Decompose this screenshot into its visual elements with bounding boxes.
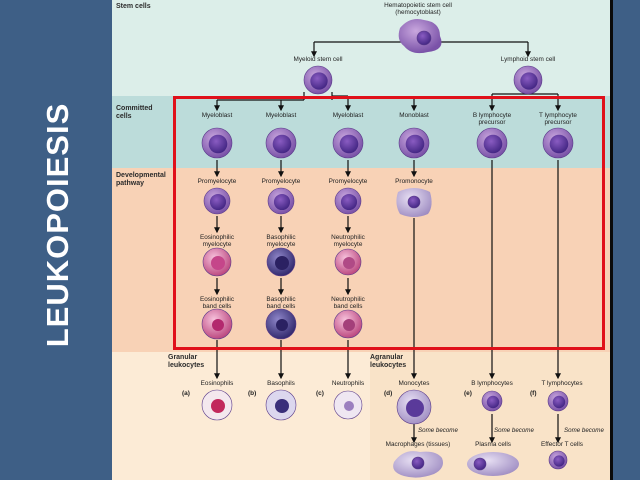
label-stem-cells: Stem cells xyxy=(116,3,151,10)
t-lymphocyte-precursor-label: T lymphocyte precursor xyxy=(539,112,577,126)
neutrophilic-band-cells-label: Neutrophilic band cells xyxy=(331,296,365,310)
promonocyte-label: Promonocyte xyxy=(395,178,433,185)
effector-t-cell xyxy=(548,450,568,470)
committed-cell-5 xyxy=(476,127,508,159)
monocytes-label: Monocytes xyxy=(398,380,430,387)
committed-cell-1 xyxy=(201,127,233,159)
eosinophilic-myelocyte-label: Eosinophilic myelocyte xyxy=(199,234,235,248)
basophil-cell xyxy=(265,389,297,421)
right-divider-line xyxy=(610,0,613,480)
myeloblast-label-1: Myeloblast xyxy=(201,112,233,119)
eosinophils-label: Eosinophils xyxy=(200,380,234,387)
tag-f: (f) xyxy=(530,390,537,397)
hematopoietic-stem-cell-label: Hematopoietic stem cell (hemocytoblast) xyxy=(384,2,452,16)
promyelocyte-cell-2 xyxy=(267,187,295,215)
tag-e: (e) xyxy=(464,390,472,397)
committed-cell-6 xyxy=(542,127,574,159)
plasma-cell-nucleus xyxy=(473,457,487,471)
tag-a: (a) xyxy=(182,390,190,397)
some-become-monocytes: Some become xyxy=(418,427,458,434)
promyelocyte-label-3: Promyelocyte xyxy=(328,178,368,185)
neutrophilic-myelocyte-label: Neutrophilic myelocyte xyxy=(331,234,365,248)
basophilic-myelocyte-cell xyxy=(266,247,296,277)
effector-t-cells-label: Effector T cells xyxy=(541,441,583,448)
plasma-cells-label: Plasma cells xyxy=(475,441,511,448)
eosinophilic-band-cells-label: Eosinophilic band cells xyxy=(199,296,235,310)
highlight-box xyxy=(173,96,605,350)
committed-cell-3 xyxy=(332,127,364,159)
basophils-label: Basophils xyxy=(267,380,295,387)
t-lymphocytes-label: T lymphocytes xyxy=(541,380,583,387)
t-lymphocyte-cell xyxy=(547,390,569,412)
b-lymphocytes-label: B lymphocytes xyxy=(471,380,513,387)
committed-cell-4 xyxy=(398,127,430,159)
tag-d: (d) xyxy=(384,390,393,397)
myeloid-stem-cell xyxy=(303,65,333,95)
basophilic-band-cells-label: Basophilic band cells xyxy=(266,296,296,310)
label-committed-cells: Committed cells xyxy=(116,105,153,120)
some-become-t-lymphocytes: Some become xyxy=(564,427,604,434)
neutrophil-cell xyxy=(333,390,363,420)
committed-cell-2 xyxy=(265,127,297,159)
lymphoid-stem-cell xyxy=(513,65,543,95)
eosinophilic-myelocyte-cell xyxy=(202,247,232,277)
tag-b: (b) xyxy=(248,390,257,397)
label-developmental-pathway: Developmental pathway xyxy=(116,172,166,187)
eosinophilic-band-cell xyxy=(201,308,233,340)
hematopoietic-nucleus xyxy=(416,30,432,46)
neutrophils-label: Neutrophils xyxy=(331,380,365,387)
tag-c: (c) xyxy=(316,390,324,397)
promyelocyte-label-1: Promyelocyte xyxy=(197,178,237,185)
monocyte-cell xyxy=(396,389,432,425)
eosinophil-cell xyxy=(201,389,233,421)
monoblast-label: Monoblast xyxy=(399,112,429,119)
promyelocyte-label-2: Promyelocyte xyxy=(261,178,301,185)
myeloblast-label-3: Myeloblast xyxy=(332,112,364,119)
promyelocyte-cell-3 xyxy=(334,187,362,215)
macrophage-nucleus xyxy=(411,456,425,470)
label-agranular-leukocytes: Agranular leukocytes xyxy=(370,354,407,369)
lymphoid-stem-cell-label: Lymphoid stem cell xyxy=(500,56,556,63)
committed-cells-band xyxy=(112,96,610,168)
myeloid-stem-cell-label: Myeloid stem cell xyxy=(293,56,343,63)
promyelocyte-cell-1 xyxy=(203,187,231,215)
label-granular-leukocytes: Granular leukocytes xyxy=(168,354,205,369)
macrophages-label: Macrophages (tissues) xyxy=(385,441,451,448)
promonocyte-nucleus xyxy=(407,195,421,209)
some-become-b-lymphocytes: Some become xyxy=(494,427,534,434)
neutrophilic-band-cell xyxy=(333,309,363,339)
basophilic-myelocyte-label: Basophilic myelocyte xyxy=(266,234,296,248)
myeloblast-label-2: Myeloblast xyxy=(265,112,297,119)
basophilic-band-cell xyxy=(265,308,297,340)
b-lymphocyte-precursor-label: B lymphocyte precursor xyxy=(472,112,512,126)
b-lymphocyte-cell xyxy=(481,390,503,412)
neutrophilic-myelocyte-cell xyxy=(334,248,362,276)
